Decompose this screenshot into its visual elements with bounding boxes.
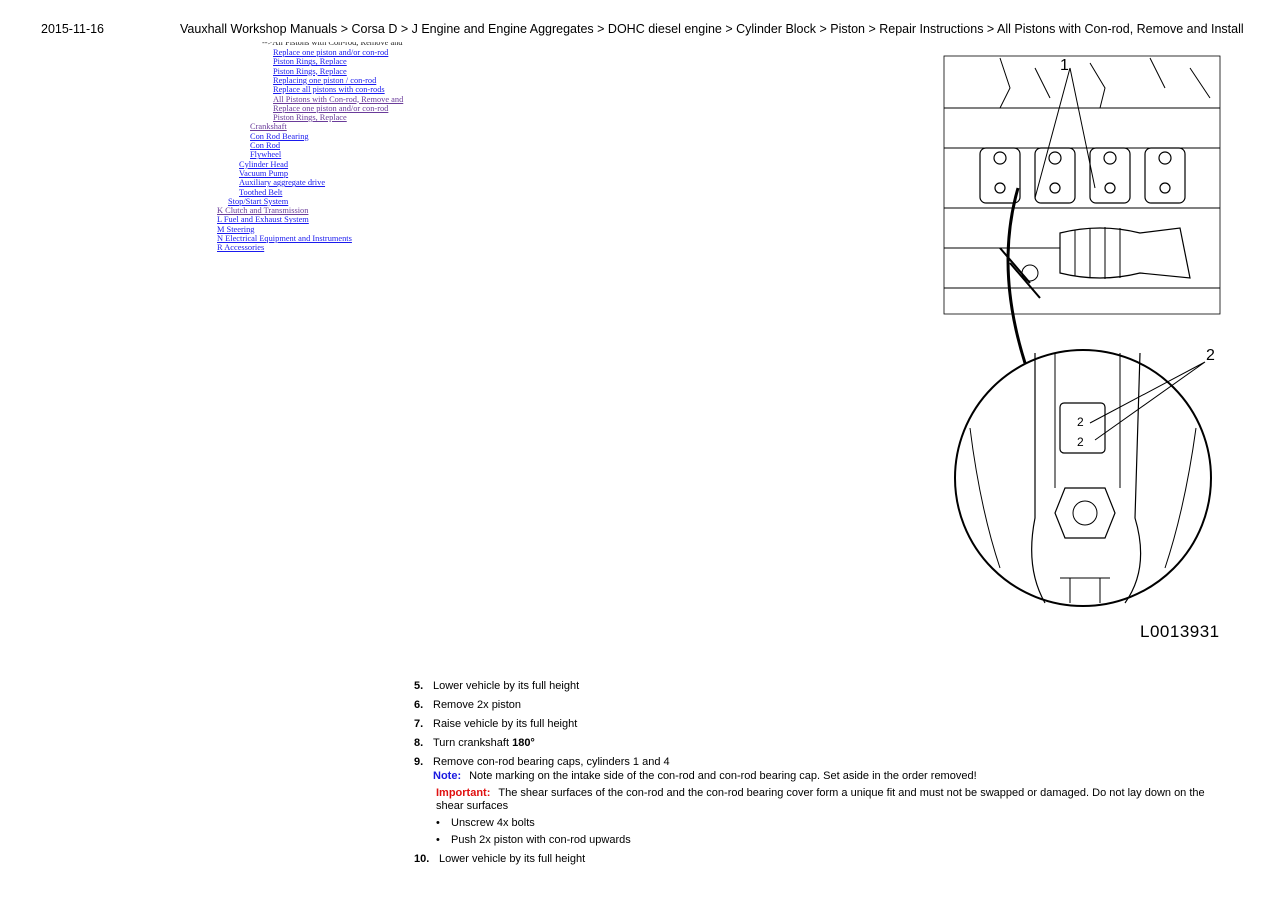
svg-text:2: 2 xyxy=(1077,415,1084,429)
figure-label: L0013931 xyxy=(1140,622,1220,641)
step-8: 8. Turn crankshaft 180° xyxy=(414,737,1224,750)
nav-link[interactable]: R Accessories xyxy=(217,243,265,253)
nav-link[interactable]: Piston Rings, Replace xyxy=(273,113,347,123)
step-number: 8. xyxy=(414,737,424,749)
step-number: 9. xyxy=(414,756,424,768)
nav-link[interactable]: N Electrical Equipment and Instruments xyxy=(217,234,352,243)
step-7: 7. Raise vehicle by its full height xyxy=(414,718,1224,731)
nav-link[interactable]: Replace one piston and/or con-rod xyxy=(273,48,389,57)
nav-link[interactable]: K Clutch and Transmission xyxy=(217,206,309,216)
callout-1: 1 xyxy=(1060,57,1069,74)
nav-link[interactable]: Replace one piston and/or con-rod xyxy=(273,103,389,113)
nav-link[interactable]: Stop/Start System xyxy=(228,196,289,206)
nav-link[interactable]: Crankshaft xyxy=(250,122,287,132)
nav-link[interactable]: Con Rod xyxy=(250,141,281,150)
nav-link[interactable]: Cylinder Head xyxy=(239,159,289,169)
bullet-text: Push 2x piston with con-rod upwards xyxy=(451,834,631,846)
nav-link[interactable]: All Pistons with Con-rod, Remove and xyxy=(273,94,404,104)
detail-circle-drawing: 2 2 xyxy=(954,349,1212,607)
nav-link[interactable]: Piston Rings, Replace xyxy=(273,66,347,76)
nav-link[interactable]: M Steering xyxy=(217,224,255,234)
nav-link[interactable]: Replacing one piston / con-rod xyxy=(273,75,377,85)
callout-2: 2 xyxy=(1206,347,1215,364)
step-text: Raise vehicle by its full height xyxy=(433,718,578,730)
note-text: Note marking on the intake side of the c… xyxy=(469,770,977,782)
bullet-text: Unscrew 4x bolts xyxy=(451,817,535,829)
important-text: The shear surfaces of the con-rod and th… xyxy=(436,787,1205,812)
step-text: Lower vehicle by its full height xyxy=(433,680,580,692)
svg-text:2: 2 xyxy=(1077,435,1084,449)
step-9: 9. Remove con-rod bearing caps, cylinders… xyxy=(414,756,1224,847)
print-date: 2015-11-16 xyxy=(41,22,105,36)
important-label: Important: xyxy=(436,787,491,799)
nav-link[interactable]: Replace all pistons with con-rods xyxy=(273,85,385,95)
step-emphasis: 180° xyxy=(512,737,535,749)
nav-link[interactable]: Con Rod Bearing xyxy=(250,131,309,141)
nav-link[interactable]: Auxiliary aggregate drive xyxy=(239,178,326,188)
nav-link[interactable]: Toothed Belt xyxy=(239,187,283,197)
leader-line xyxy=(1006,187,1027,364)
important-notice: Important:The shear surfaces of the con-… xyxy=(436,787,1224,813)
nav-link[interactable]: Piston Rings, Replace xyxy=(273,57,347,67)
current-page-marker: -->All Pistons with Con-rod, Remove and xyxy=(262,38,403,47)
step-text: Remove con-rod bearing caps, cylinders 1… xyxy=(433,756,670,768)
bullet-item: • Push 2x piston with con-rod upwards xyxy=(436,834,1224,847)
step-text: Remove 2x piston xyxy=(433,699,522,711)
step-text: Turn crankshaft xyxy=(433,737,513,749)
breadcrumb: Vauxhall Workshop Manuals > Corsa D > J … xyxy=(180,22,1244,36)
bullet-item: • Unscrew 4x bolts xyxy=(436,817,1224,830)
note-label: Note: xyxy=(433,770,462,782)
bullet-icon: • xyxy=(436,817,440,829)
note: Note: Note marking on the intake side of … xyxy=(433,770,1224,783)
step-text: Lower vehicle by its full height xyxy=(439,853,586,865)
engine-illustration: 1 2 2 2 xyxy=(943,55,1221,607)
step-number: 6. xyxy=(414,699,424,711)
bullet-icon: • xyxy=(436,834,440,846)
engine-block-drawing xyxy=(943,55,1221,315)
nav-link[interactable]: Vacuum Pump xyxy=(239,168,289,178)
step-number: 10. xyxy=(414,853,430,865)
step-10: 10. Lower vehicle by its full height xyxy=(414,853,1224,866)
instruction-steps: 5. Lower vehicle by its full height 6. Remo… xyxy=(414,680,1224,872)
nav-link[interactable]: L Fuel and Exhaust System xyxy=(217,215,309,225)
nav-link[interactable]: Flywheel xyxy=(250,150,282,160)
step-number: 7. xyxy=(414,718,424,730)
step-5: 5. Lower vehicle by its full height xyxy=(414,680,1224,693)
step-6: 6. Remove 2x piston xyxy=(414,699,1224,712)
step-number: 5. xyxy=(414,680,424,692)
